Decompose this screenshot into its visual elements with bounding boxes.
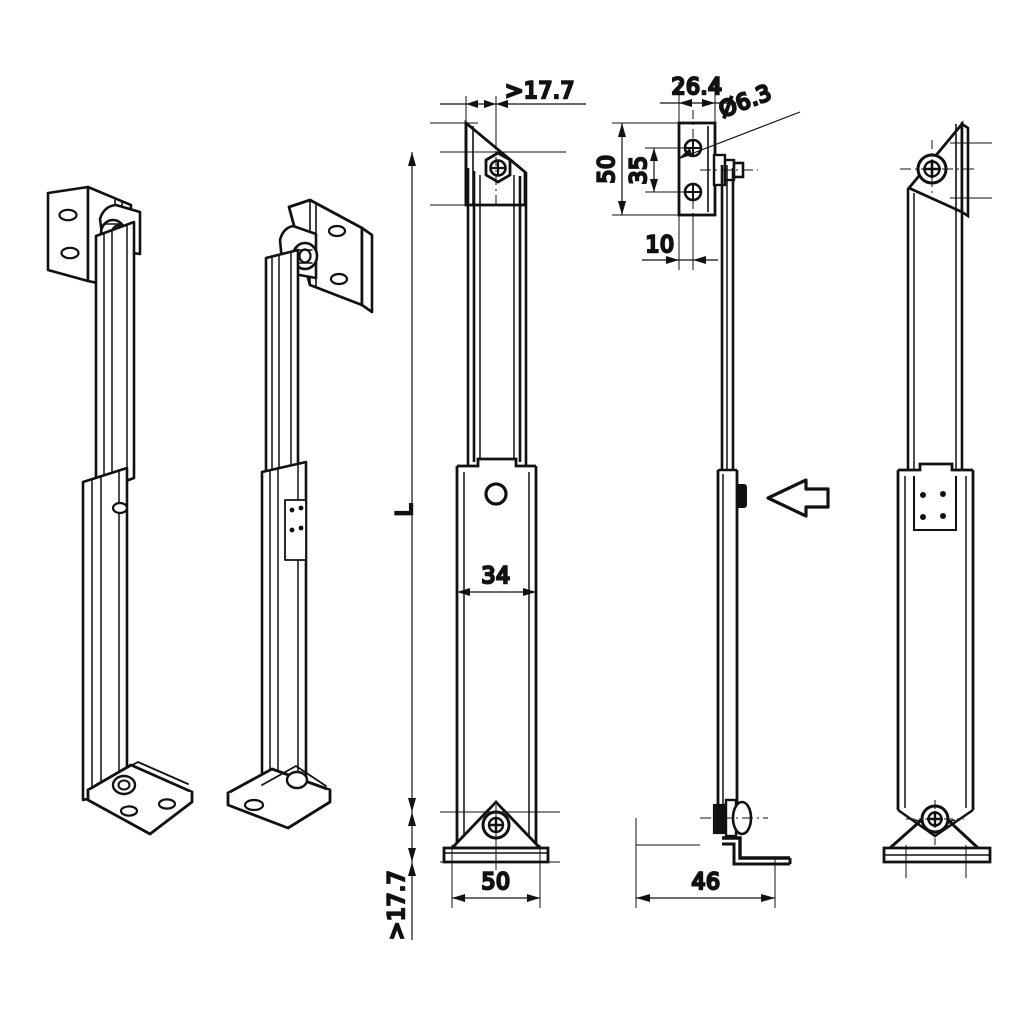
iso-left-base-foot xyxy=(86,761,194,836)
iso2-plate-hole-top xyxy=(327,224,347,238)
dim-front-overall-length: L xyxy=(392,152,419,812)
dim-front-foot-width: 50 xyxy=(452,869,540,902)
front-lower-tube xyxy=(455,457,538,848)
rear-lower-tube xyxy=(896,462,975,810)
front-upper-tube xyxy=(466,168,528,466)
side-base-foot xyxy=(700,798,792,866)
iso-left-plate-hole-top xyxy=(58,208,78,222)
side-locking-pin xyxy=(736,484,747,508)
front-top-bolt xyxy=(484,151,512,184)
side-foot-plate-profile xyxy=(722,836,790,860)
rear-rivet-3 xyxy=(920,514,926,520)
dim-front-top-gap: >17.7 xyxy=(440,78,586,108)
rear-top-bracket xyxy=(900,120,992,219)
dim-side-offset: 10 xyxy=(642,232,718,264)
iso-left-outer-tube xyxy=(94,220,136,494)
iso-left-plate-hole-bottom xyxy=(60,246,80,260)
iso2-side-plate xyxy=(284,499,307,561)
dim-side-hole-spacing-label: 35 xyxy=(627,156,652,185)
dim-front-bottom-gap-label: >17.7 xyxy=(385,870,410,940)
iso-left-foot-hole-left xyxy=(119,805,139,817)
rear-rivet-1 xyxy=(920,492,926,498)
dim-front-overall-length-label: L xyxy=(393,503,418,516)
view-front-elevation: >17.7 L 34 50 >17.7 xyxy=(384,78,586,941)
iso2-base-foot xyxy=(226,765,332,830)
rear-upper-tube xyxy=(906,188,964,470)
dim-side-bracket-height-label: 50 xyxy=(595,155,620,184)
dim-side-hole-spacing: 35 xyxy=(626,148,658,192)
side-plate-body xyxy=(677,121,717,217)
view-iso-second xyxy=(226,198,374,830)
dim-front-top-gap-label: >17.7 xyxy=(505,79,575,104)
iso-left-adjust-hole xyxy=(111,501,129,515)
dim-side-offset-label: 10 xyxy=(646,233,675,258)
dim-side-depth: 46 xyxy=(636,869,775,902)
side-mount-plate xyxy=(677,121,717,217)
rear-rivet-2 xyxy=(940,491,946,497)
dim-side-depth-label: 46 xyxy=(692,870,721,895)
rear-base-foot xyxy=(882,800,992,878)
side-lower-tube xyxy=(716,468,747,818)
view-rear-elevation xyxy=(882,120,992,878)
dim-front-tube-width: 34 xyxy=(457,563,536,596)
side-upper-tube xyxy=(720,165,735,470)
rear-reinforcement-plate xyxy=(913,476,957,531)
dim-front-foot-width-label: 50 xyxy=(482,870,511,895)
rear-rivet-4 xyxy=(940,513,946,519)
dim-side-bracket-width: 26.4 xyxy=(660,74,736,107)
front-extension-lines xyxy=(430,96,566,908)
dim-side-bracket-height: 50 xyxy=(594,123,626,215)
dim-side-bracket-width-label: 26.4 xyxy=(672,75,723,100)
iso-left-inner-tube xyxy=(81,466,129,802)
iso2-outer-tube xyxy=(264,248,300,480)
iso2-inner-tube xyxy=(260,460,308,790)
view-direction-arrow-left-icon xyxy=(766,478,830,518)
iso2-plate-hole-bottom xyxy=(329,272,349,286)
dim-front-tube-width-label: 34 xyxy=(482,564,511,589)
view-iso-left xyxy=(46,185,194,836)
front-adjust-hole xyxy=(484,482,508,506)
iso-left-foot-hole-right xyxy=(157,798,177,810)
iso2-foot-pivot xyxy=(285,770,309,790)
dim-front-bottom-gap: >17.7 xyxy=(384,812,416,941)
iso2-foot-hole xyxy=(243,798,265,812)
